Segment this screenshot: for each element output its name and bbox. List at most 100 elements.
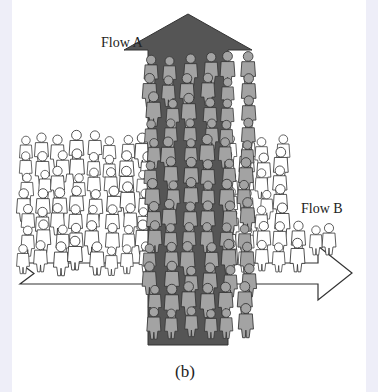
person-figure — [203, 263, 218, 296]
person-figure — [184, 119, 197, 148]
person-figure — [36, 220, 51, 253]
text-slot: Flow B — [301, 199, 343, 217]
person-figure — [290, 238, 305, 272]
person-figure — [122, 135, 135, 165]
person-figure — [87, 168, 100, 198]
person-figure — [144, 161, 157, 191]
person-figure — [162, 199, 177, 232]
person-figure — [255, 240, 269, 271]
person-figure — [220, 223, 234, 254]
person-figure — [56, 225, 70, 256]
flow-label: Flow A — [101, 35, 143, 50]
person-figure — [105, 247, 118, 276]
person-figure — [164, 157, 178, 189]
person-figure — [68, 205, 82, 237]
person-figure — [103, 137, 116, 166]
person-figure — [240, 242, 254, 274]
figure-caption: (b) — [175, 362, 195, 381]
person-figure — [21, 204, 35, 235]
person-figure — [39, 170, 52, 199]
person-figure — [181, 282, 196, 316]
person-figure — [204, 53, 218, 85]
person-figure — [185, 307, 198, 337]
grey-crowd — [142, 51, 256, 339]
person-figure — [105, 223, 119, 255]
person-figure — [147, 307, 161, 339]
person-figure — [272, 243, 285, 272]
person-figure — [239, 158, 254, 191]
person-figure — [201, 160, 216, 193]
person-figure — [145, 179, 160, 214]
person-figure — [273, 185, 287, 218]
person-figure — [180, 242, 195, 276]
flow-a-arrow — [124, 14, 252, 345]
person-figure — [122, 225, 135, 254]
person-figure — [147, 202, 162, 235]
person-figure — [164, 284, 179, 319]
person-figure — [180, 74, 195, 107]
person-figure — [183, 202, 197, 234]
person-figure — [184, 139, 197, 168]
person-figure — [143, 244, 156, 274]
person-figure — [200, 201, 215, 234]
person-figure — [242, 96, 256, 128]
person-figure — [34, 241, 48, 272]
person-figure — [184, 178, 199, 212]
person-figure — [184, 157, 199, 191]
person-figure — [221, 99, 234, 129]
person-figure — [182, 223, 195, 253]
text-slot: Flow A — [101, 33, 143, 51]
person-figure — [87, 205, 100, 234]
person-figure — [237, 282, 252, 316]
person-figure — [120, 182, 135, 217]
person-figure — [322, 224, 336, 255]
person-figure — [88, 131, 102, 163]
person-figure — [164, 242, 178, 274]
person-figure — [90, 242, 105, 275]
person-figure — [204, 310, 217, 339]
person-figure — [219, 179, 234, 213]
person-figure — [124, 204, 138, 235]
person-figure — [223, 201, 238, 234]
person-figure — [310, 226, 323, 255]
person-figure — [203, 98, 217, 129]
person-figure — [34, 133, 48, 165]
person-figure — [145, 120, 158, 150]
flow-label: Flow B — [301, 201, 343, 216]
person-figure — [220, 309, 233, 339]
person-figure — [166, 99, 179, 129]
person-figure — [36, 189, 50, 222]
person-figure — [69, 130, 84, 163]
person-figure — [201, 181, 215, 211]
person-figure — [205, 243, 219, 275]
person-figure — [241, 74, 256, 107]
person-figure — [238, 304, 253, 338]
person-figure — [105, 205, 119, 237]
person-figure — [70, 149, 85, 183]
person-figure — [273, 222, 287, 254]
text-slot: (b) — [0, 362, 374, 382]
person-figure — [164, 261, 179, 295]
person-figure — [163, 57, 177, 88]
person-figure — [238, 225, 251, 255]
person-figure — [144, 55, 158, 87]
person-figure — [223, 159, 236, 189]
person-figure — [257, 221, 271, 252]
person-figure — [164, 224, 177, 254]
person-figure — [241, 52, 256, 85]
person-figure — [68, 236, 83, 270]
person-figure — [220, 120, 233, 150]
person-figure — [17, 245, 30, 274]
person-figure — [165, 309, 178, 339]
person-figure — [273, 166, 287, 198]
person-figure — [181, 93, 196, 127]
person-figure — [161, 137, 176, 171]
person-figure — [241, 118, 255, 149]
person-figure — [241, 141, 254, 171]
person-figure — [53, 242, 68, 276]
person-figure — [199, 134, 214, 169]
person-figure — [221, 78, 234, 107]
person-figure — [200, 283, 215, 317]
person-figure — [50, 166, 64, 198]
